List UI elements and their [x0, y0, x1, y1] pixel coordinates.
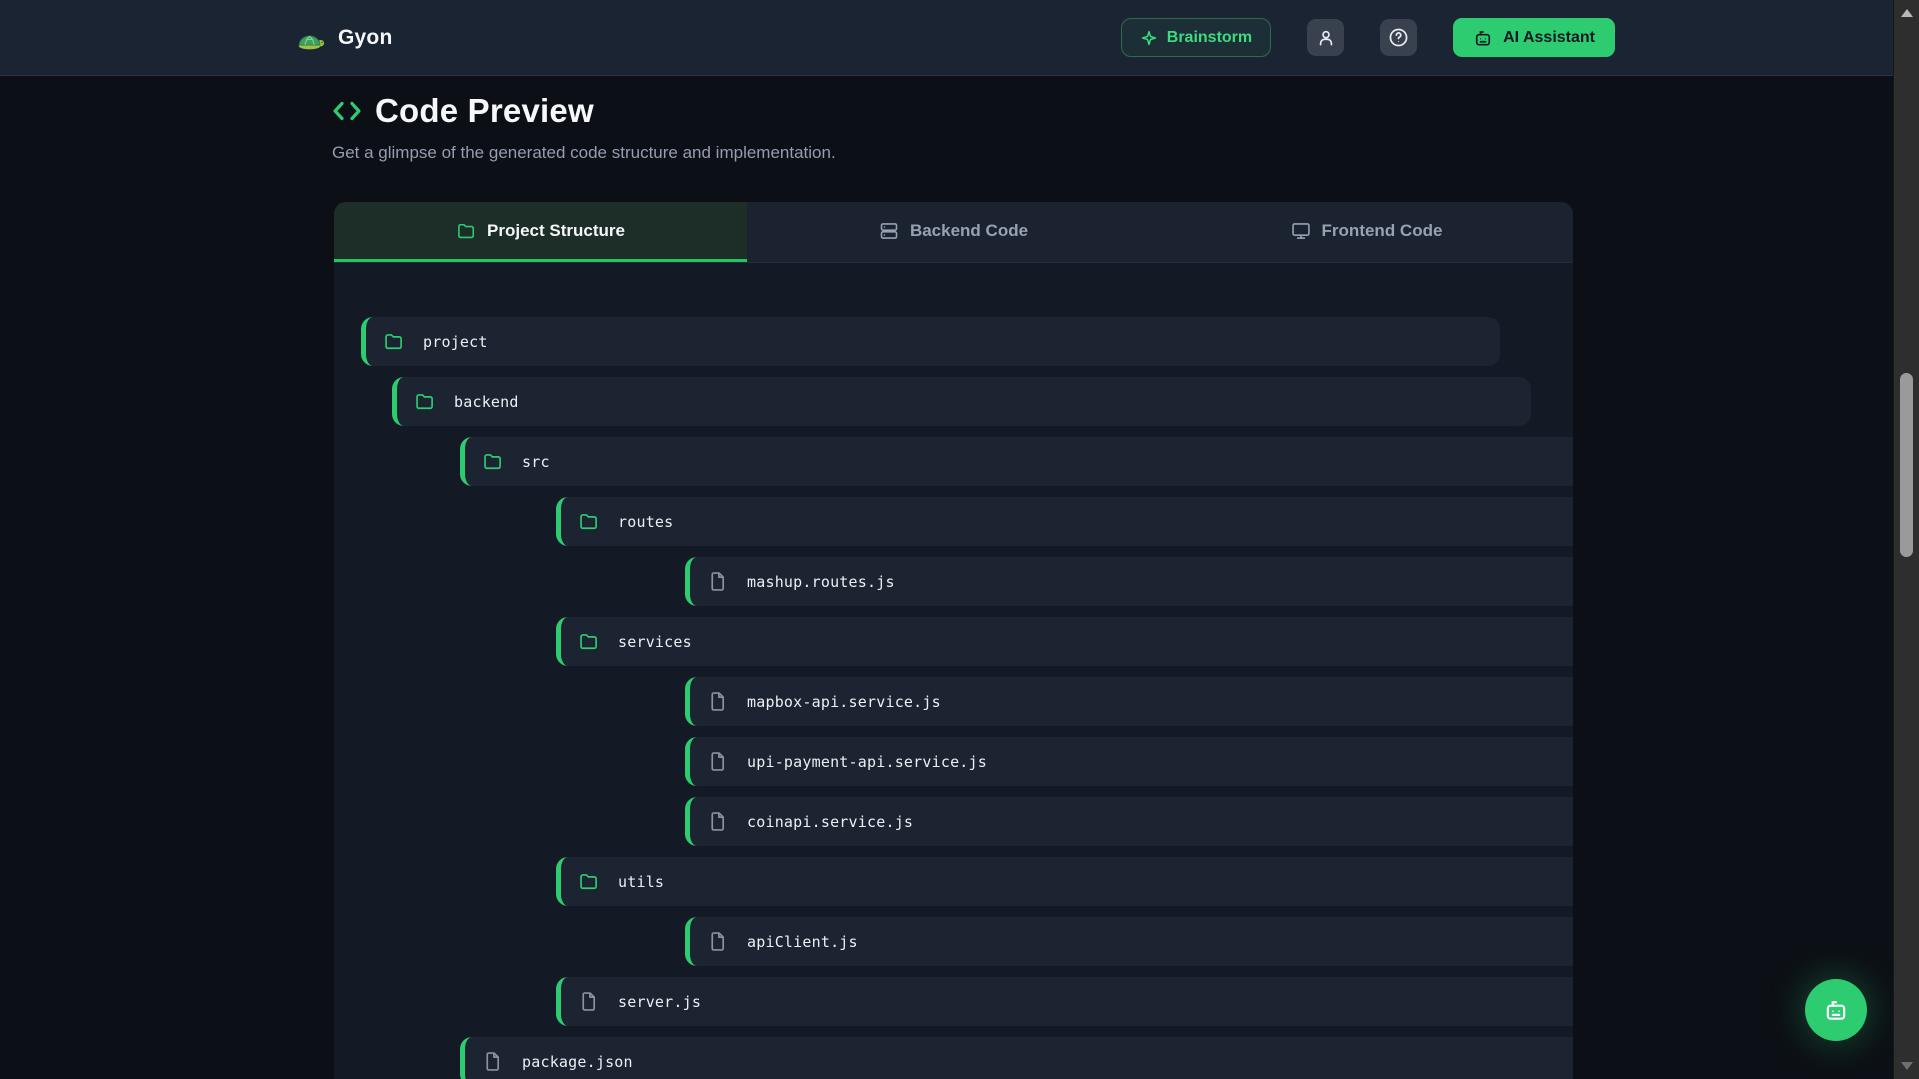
- tree-file-mapbox-api.service.js[interactable]: mapbox-api.service.js: [685, 677, 1573, 726]
- robot-icon: [1823, 997, 1849, 1023]
- page-subtitle: Get a glimpse of the generated code stru…: [332, 143, 836, 162]
- tree-folder-utils[interactable]: utils: [556, 857, 1573, 906]
- ai-assistant-button[interactable]: AI Assistant: [1453, 18, 1615, 57]
- brand: Gyon: [296, 25, 392, 51]
- tree-folder-routes[interactable]: routes: [556, 497, 1573, 546]
- node-label: server.js: [618, 992, 702, 1011]
- tree-file-server.js[interactable]: server.js: [556, 977, 1573, 1026]
- node-label: mapbox-api.service.js: [747, 692, 941, 711]
- node-label: src: [522, 452, 550, 471]
- node-label: upi-payment-api.service.js: [747, 752, 987, 771]
- node-label: services: [618, 632, 692, 651]
- node-label: routes: [618, 512, 674, 531]
- file-icon: [707, 691, 728, 712]
- brand-name: Gyon: [338, 25, 393, 49]
- folder-icon: [482, 451, 503, 472]
- header-actions: Brainstorm: [1120, 18, 1615, 57]
- tab-label: Backend Code: [909, 220, 1029, 240]
- tree-folder-src[interactable]: src: [460, 437, 1573, 486]
- tab-frontend-code[interactable]: Frontend Code: [1160, 202, 1573, 262]
- file-icon: [707, 931, 728, 952]
- scroll-down-arrow-icon[interactable]: [1901, 1062, 1913, 1070]
- turtle-logo-icon: [296, 25, 326, 51]
- code-icon: [332, 98, 362, 124]
- folder-icon: [578, 631, 599, 652]
- tree-folder-backend[interactable]: backend: [392, 377, 1531, 426]
- help-button[interactable]: [1380, 19, 1418, 56]
- file-icon: [707, 811, 728, 832]
- folder-icon: [456, 221, 476, 241]
- tree-folder-services[interactable]: services: [556, 617, 1573, 666]
- scroll-up-arrow-icon[interactable]: [1901, 9, 1913, 17]
- ai-assistant-fab[interactable]: [1805, 979, 1867, 1041]
- folder-icon: [578, 511, 599, 532]
- file-icon: [707, 571, 728, 592]
- node-label: package.json: [522, 1052, 633, 1071]
- tab-backend-code[interactable]: Backend Code: [747, 202, 1160, 262]
- scrollbar-thumb[interactable]: [1900, 373, 1913, 557]
- user-button[interactable]: [1307, 19, 1345, 56]
- ai-assistant-label: AI Assistant: [1503, 28, 1595, 46]
- node-label: project: [423, 332, 488, 351]
- brainstorm-button[interactable]: Brainstorm: [1120, 18, 1272, 57]
- node-label: mashup.routes.js: [747, 572, 895, 591]
- node-label: coinapi.service.js: [747, 812, 914, 831]
- tab-label: Frontend Code: [1321, 220, 1443, 240]
- robot-icon: [1473, 28, 1493, 48]
- file-icon: [707, 751, 728, 772]
- tab-bar: Project Structure Backend Code Frontend Co…: [334, 202, 1573, 263]
- tab-project-structure[interactable]: Project Structure: [334, 202, 747, 262]
- folder-icon: [578, 871, 599, 892]
- tree-file-package.json[interactable]: package.json: [460, 1037, 1573, 1079]
- tree-file-mashup.routes.js[interactable]: mashup.routes.js: [685, 557, 1573, 606]
- browser-scrollbar[interactable]: [1893, 0, 1919, 1079]
- folder-icon: [414, 391, 435, 412]
- sparkle-icon: [1140, 29, 1158, 47]
- file-tree: project backend src routes mashup.routes.js s…: [334, 263, 1573, 1079]
- user-icon: [1316, 28, 1336, 48]
- tree-folder-project[interactable]: project: [361, 317, 1500, 366]
- page-head: Code Preview Get a glimpse of the genera…: [332, 92, 836, 163]
- tab-label: Project Structure: [487, 220, 625, 240]
- tree-file-coinapi.service.js[interactable]: coinapi.service.js: [685, 797, 1573, 846]
- node-label: backend: [454, 392, 519, 411]
- file-icon: [482, 1051, 503, 1072]
- server-icon: [879, 221, 899, 241]
- page-title: Code Preview: [375, 92, 594, 129]
- node-label: utils: [618, 872, 665, 891]
- monitor-icon: [1291, 221, 1311, 241]
- folder-icon: [383, 331, 404, 352]
- help-icon: [1388, 27, 1409, 48]
- node-label: apiClient.js: [747, 932, 858, 951]
- brainstorm-label: Brainstorm: [1166, 28, 1253, 46]
- app-header: Gyon Brainstorm: [0, 0, 1893, 76]
- code-preview-card: Project Structure Backend Code Frontend Co…: [334, 202, 1573, 1079]
- tree-file-apiClient.js[interactable]: apiClient.js: [685, 917, 1573, 966]
- tree-file-upi-payment-api.service.js[interactable]: upi-payment-api.service.js: [685, 737, 1573, 786]
- file-icon: [578, 991, 599, 1012]
